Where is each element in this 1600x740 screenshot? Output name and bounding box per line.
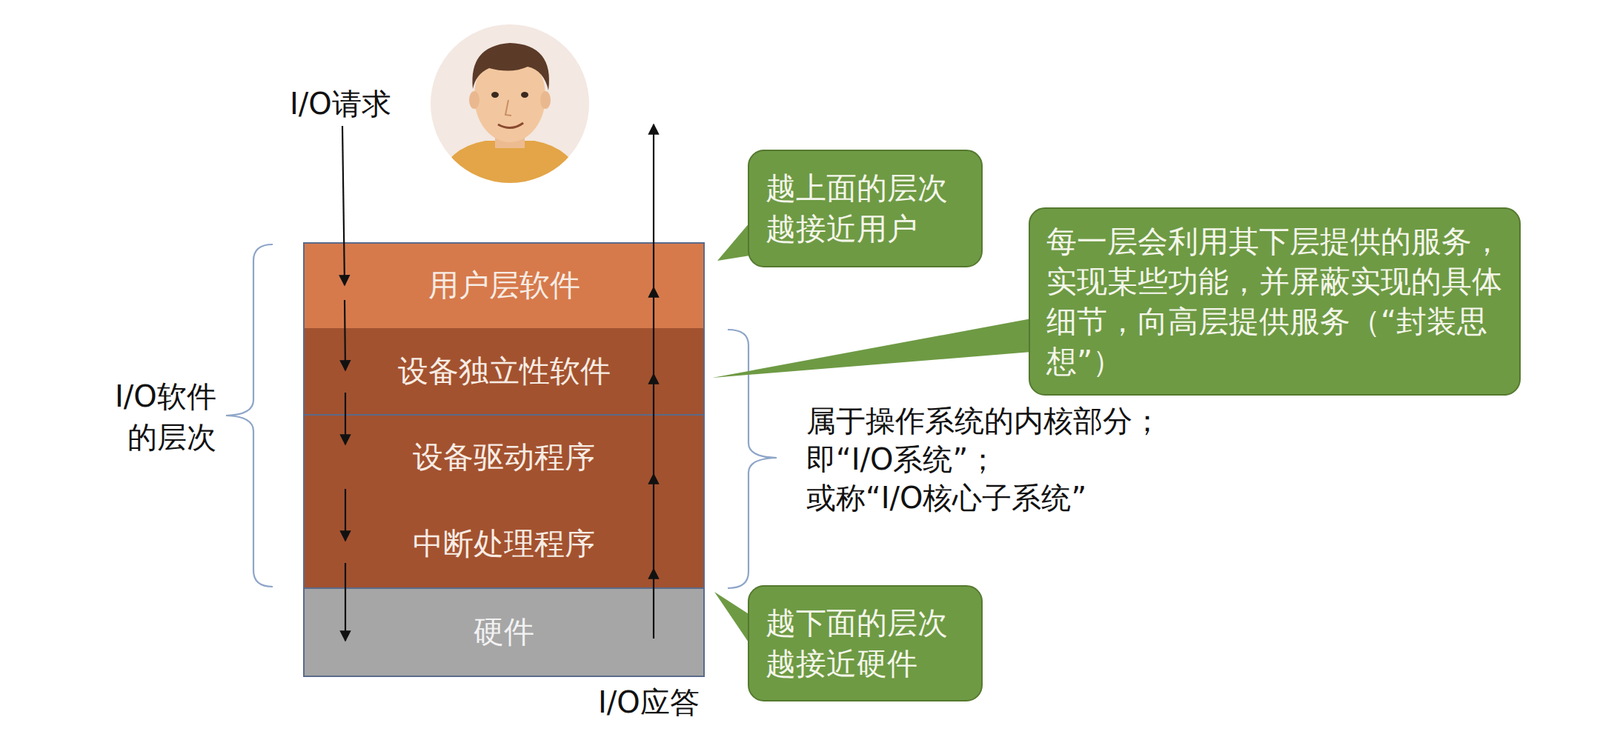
callout-tail: [714, 592, 750, 645]
node-text: 用户层软件: [428, 265, 581, 307]
kernel-note: 或称“I/O核心子系统”: [806, 480, 1087, 516]
stack-border: [303, 243, 705, 677]
group-label: 的层次: [127, 419, 217, 456]
hardware-box: 硬件: [303, 588, 705, 677]
layer-box: 设备驱动程序: [303, 415, 705, 501]
layer-divider: [303, 587, 705, 590]
group-label: I/O软件: [114, 378, 217, 415]
request-label: I/O请求: [289, 85, 392, 122]
left-brace: [226, 244, 273, 587]
layer-fill: [303, 588, 705, 677]
node-text: 设备驱动程序: [412, 437, 596, 478]
note-callout: 每一层会利用其下层提供的服务，实现某些功能，并屏蔽实现的具体细节，向高层提供服务…: [1028, 207, 1521, 396]
layer-divider: [303, 414, 705, 416]
request-arrow: [342, 125, 346, 642]
layer-fill: [303, 328, 705, 589]
node-text: 越下面的层次越接近硬件: [765, 603, 965, 684]
response-label: I/O应答: [598, 684, 700, 721]
kernel-note: 即“I/O系统”；: [806, 441, 998, 478]
response-arrow: [652, 124, 655, 639]
callout-tail: [712, 318, 1032, 378]
callout-tail: [717, 222, 750, 261]
layer-box: 中断处理程序: [303, 500, 705, 589]
note-callout: 越上面的层次越接近用户: [747, 149, 983, 268]
user-avatar: [430, 24, 590, 186]
layer-box: 用户层软件: [303, 243, 705, 329]
layer-fill: [303, 243, 705, 329]
note-callout: 越下面的层次越接近硬件: [747, 585, 983, 702]
node-text: 每一层会利用其下层提供的服务，实现某些功能，并屏蔽实现的具体细节，向高层提供服务…: [1046, 221, 1503, 382]
node-text: 硬件: [473, 612, 535, 653]
layer-box: 设备独立性软件: [303, 328, 705, 416]
node-text: 设备独立性软件: [397, 351, 611, 393]
node-text: 越上面的层次越接近用户: [765, 168, 965, 249]
kernel-note: 属于操作系统的内核部分；: [806, 403, 1163, 439]
node-text: 中断处理程序: [412, 523, 596, 565]
